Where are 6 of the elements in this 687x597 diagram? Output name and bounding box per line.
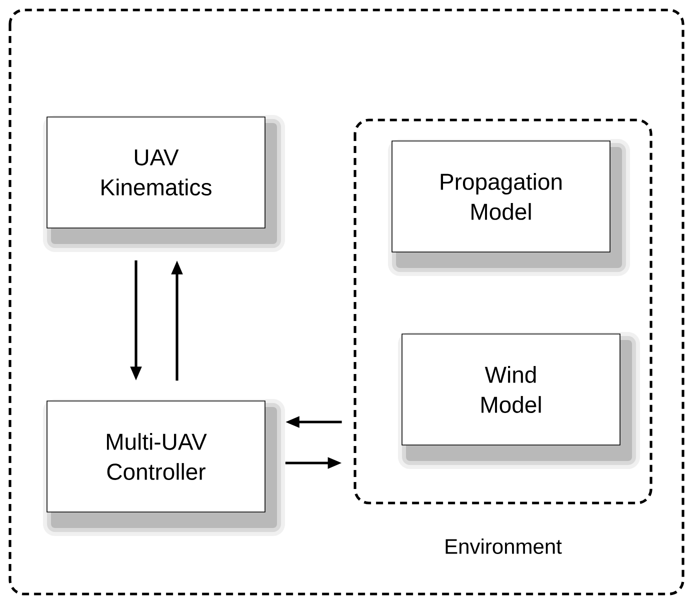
group-box — [8, 8, 684, 596]
process-box: Multi-UAV Controller — [43, 399, 285, 536]
process-box: Wind Model — [398, 332, 640, 469]
process-box: Propagation Model — [388, 139, 630, 276]
process-box: UAV Kinematics — [43, 115, 285, 252]
node-label: Environment — [446, 538, 562, 554]
